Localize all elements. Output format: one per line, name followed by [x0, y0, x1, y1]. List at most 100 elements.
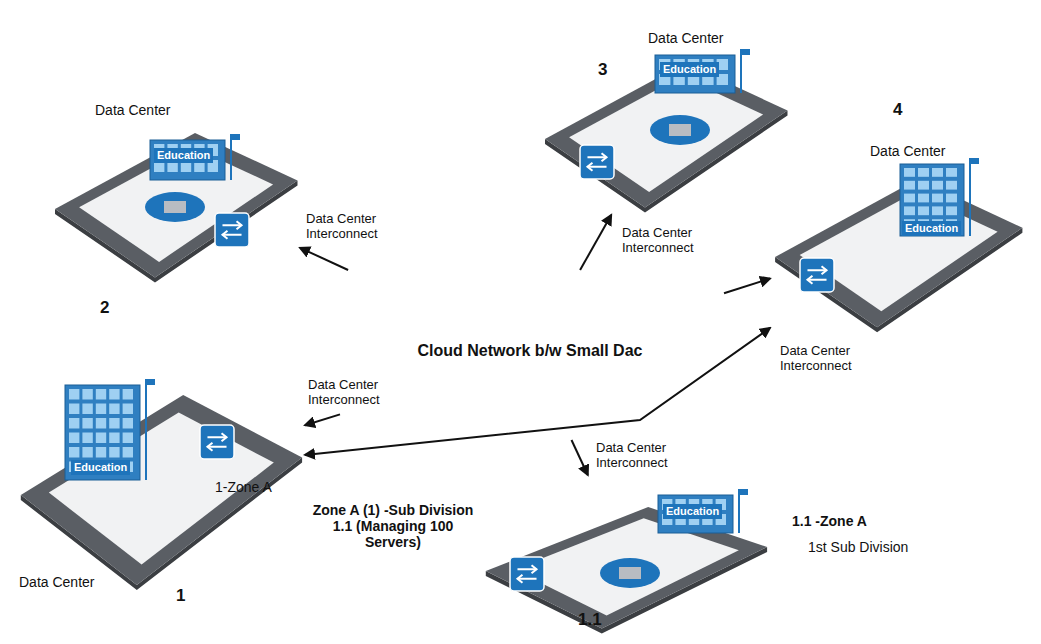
cloud-node: Cloud Network b/w Small Dac	[340, 270, 724, 440]
building-window	[96, 404, 106, 415]
building-window	[109, 389, 119, 400]
switch-symbol	[800, 258, 834, 292]
building	[655, 55, 735, 93]
building-sign: Education	[902, 221, 961, 236]
interconnect-arrow	[572, 440, 588, 475]
node-heading-holder: Data Center	[95, 101, 170, 119]
data-center-platform	[50, 95, 300, 285]
data-center-node: Data CenterEducation	[770, 140, 1025, 335]
cloud-lobe	[652, 275, 772, 395]
building-window	[109, 433, 119, 444]
switch-body	[580, 145, 614, 179]
building-window	[946, 194, 957, 203]
flag	[970, 158, 979, 164]
edge-label: Data Center Interconnect	[308, 378, 400, 408]
flag-pole	[230, 134, 232, 180]
switch-symbol	[215, 213, 249, 247]
building-window	[918, 168, 929, 177]
building-sign: Education	[154, 148, 213, 163]
building-sign: Education	[660, 62, 719, 77]
switch-body	[510, 557, 544, 591]
server-rack	[164, 201, 186, 213]
building	[150, 140, 225, 180]
data-center-node: Data CenterEducation	[50, 95, 300, 285]
callout-number: 1	[176, 586, 185, 606]
building-window	[904, 194, 915, 203]
cloud-title-holder: Cloud Network b/w Small Dac	[340, 342, 720, 360]
node-heading-holder: Data Center	[19, 573, 94, 591]
cloud-lobe	[387, 375, 497, 485]
building-window	[946, 168, 957, 177]
interconnect-arrow	[305, 414, 340, 425]
building-sign: Education	[71, 460, 130, 475]
building-window	[123, 418, 133, 429]
building-window	[932, 168, 943, 177]
callout-number: 1.1	[578, 610, 602, 630]
building-window	[918, 194, 929, 203]
node-heading: Data Center	[648, 30, 723, 46]
callout-number: 3	[598, 60, 607, 80]
cloud-lobe	[302, 255, 762, 455]
building	[900, 164, 964, 236]
callout-number-holder: 3	[598, 60, 607, 80]
flag-pole	[145, 379, 147, 480]
edge-label: Data Center Interconnect	[780, 344, 872, 374]
server-pad	[145, 192, 205, 222]
cloud-lobe	[442, 210, 562, 330]
zone-label: 1-Zone A	[215, 479, 272, 495]
platform-floor	[49, 413, 274, 565]
interconnect-arrow	[580, 215, 611, 270]
flag-pole	[740, 49, 742, 93]
building-window	[904, 168, 915, 177]
building-window	[109, 418, 119, 429]
building-window	[123, 447, 133, 458]
zone-label-holder: 1st Sub Division	[808, 538, 908, 556]
callout-number: 4	[893, 100, 902, 120]
switch-symbol	[510, 557, 544, 591]
building-window	[96, 433, 106, 444]
edge-label-holder: Data Center Interconnect	[308, 378, 400, 408]
building-window	[946, 206, 957, 215]
building-sign-holder: Education	[154, 145, 213, 163]
node-heading: Data Center	[19, 574, 94, 590]
data-center-node: EducationData Center	[15, 345, 305, 595]
interconnect-arrow	[305, 328, 770, 455]
switch-symbol	[580, 145, 614, 179]
data-center-platform	[480, 475, 770, 635]
building-window	[96, 447, 106, 458]
flag	[146, 379, 155, 385]
building-window	[69, 404, 79, 415]
building-window	[918, 206, 929, 215]
building-sign-holder: Education	[663, 501, 722, 519]
building-window	[123, 433, 133, 444]
callout-number-holder: 4	[893, 100, 902, 120]
platform-top	[775, 179, 1022, 327]
building-sign-holder: Education	[71, 457, 130, 475]
building-window	[932, 194, 943, 203]
building-window	[904, 181, 915, 190]
building-window	[96, 418, 106, 429]
platform-top	[55, 133, 298, 277]
building-sign-holder: Education	[660, 59, 719, 77]
flag-pole	[969, 158, 971, 236]
callout-number-holder: 2	[100, 298, 109, 318]
edge-label-holder: Data Center Interconnect	[596, 441, 688, 471]
switch-arrow-heads	[807, 266, 826, 284]
edge-label: Data Center Interconnect	[306, 212, 398, 242]
building-window	[918, 181, 929, 190]
zone-label: 1.1 -Zone A	[792, 513, 867, 529]
flag-pole	[738, 489, 740, 533]
building-window	[109, 447, 119, 458]
data-center-platform	[770, 140, 1025, 335]
callout-number-holder: 1	[176, 586, 185, 606]
building-window	[69, 447, 79, 458]
building-window	[82, 447, 92, 458]
building-window	[69, 389, 79, 400]
flag	[741, 49, 750, 55]
building-window	[82, 404, 92, 415]
data-center-platform	[15, 345, 305, 595]
building-window	[904, 206, 915, 215]
data-center-node: Education	[480, 475, 770, 635]
switch-arrow-heads	[207, 433, 226, 451]
